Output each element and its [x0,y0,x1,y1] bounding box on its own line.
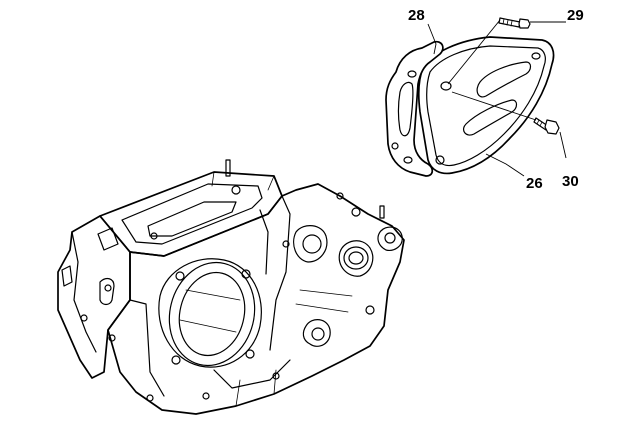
leader-30 [559,131,567,159]
leader-bolt-29-axis [447,19,501,85]
leader-bolt-30-axis [451,91,537,121]
leader-lines [427,19,567,177]
bolt-part-30 [533,117,560,135]
bolt-part-29 [498,17,531,29]
callout-30: 30 [562,173,579,190]
sprocket-cover-part [417,36,555,175]
leader-26 [485,153,525,177]
callout-26: 26 [526,175,543,192]
callout-29: 29 [567,7,584,24]
leader-28 [427,23,437,55]
crankcase-part [57,159,405,415]
callout-28: 28 [408,7,425,24]
